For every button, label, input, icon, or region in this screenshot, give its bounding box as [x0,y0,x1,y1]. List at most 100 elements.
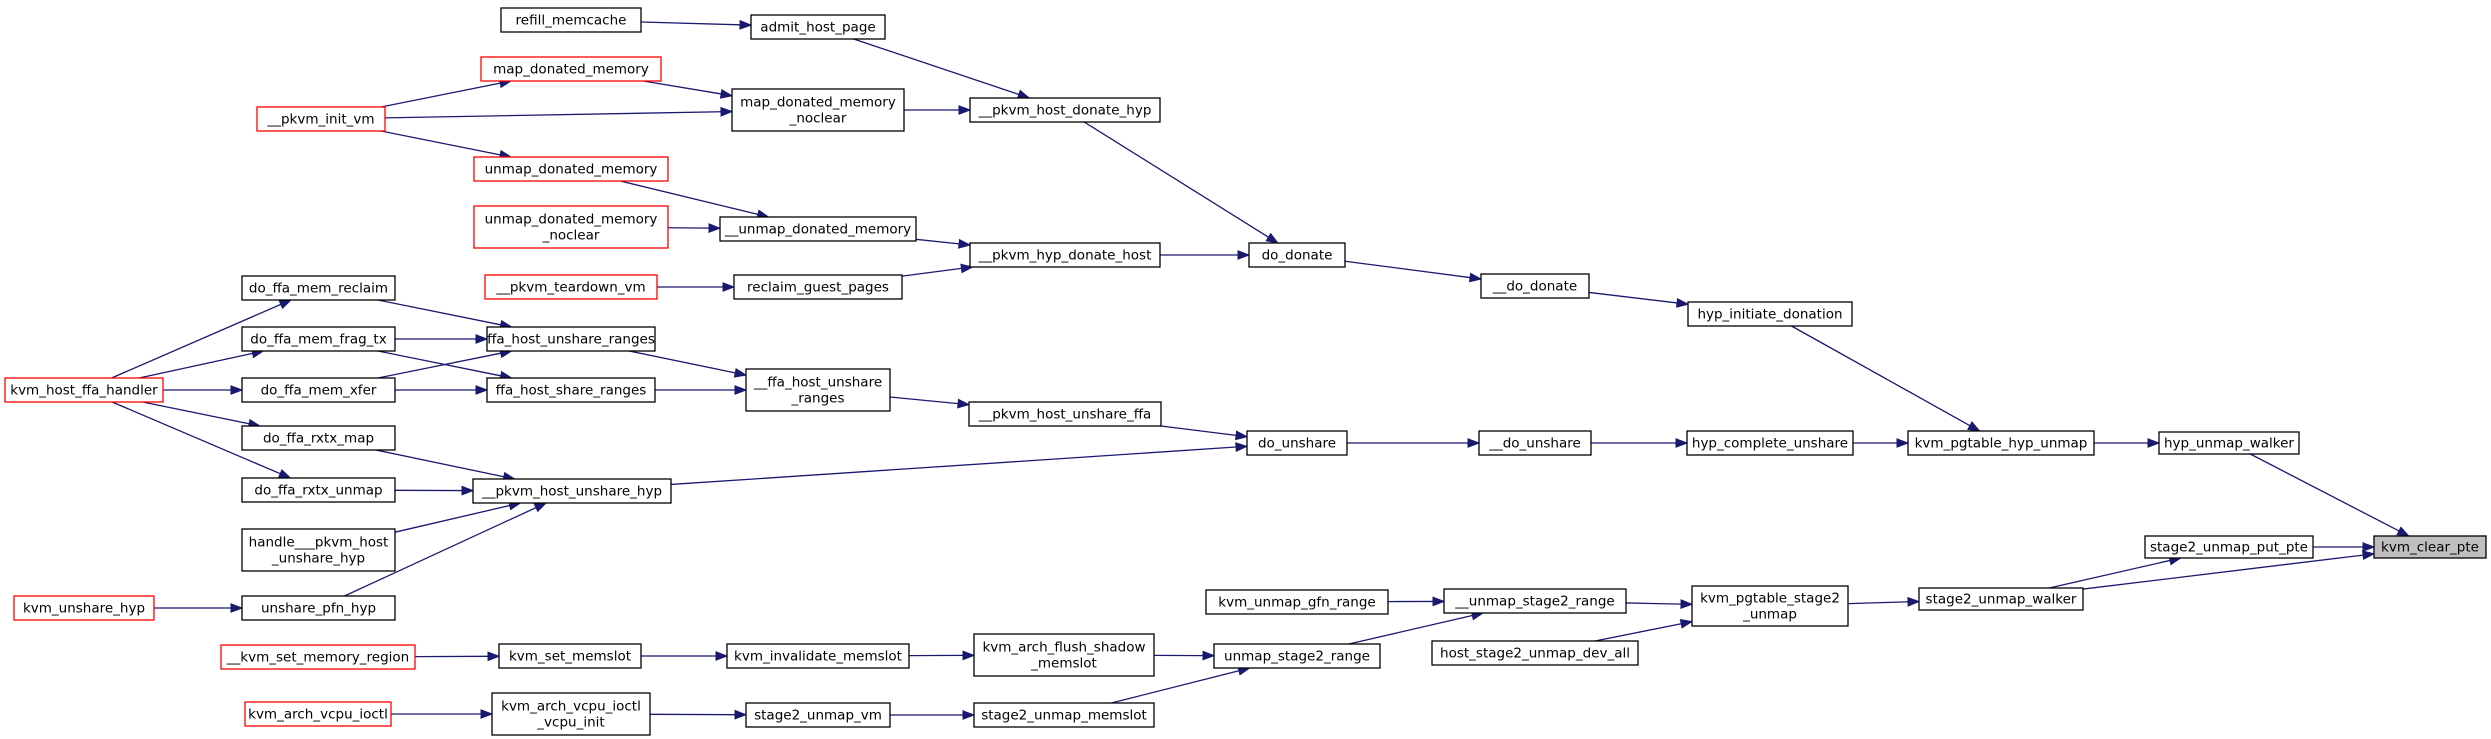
node-hyp-unmap-walker[interactable]: hyp_unmap_walker [2158,431,2300,455]
edge-hyp-initiate-donation-to-kvm-pgtable-hyp-unmap [1791,325,1981,432]
arrow-head-icon [719,88,734,99]
node-unmap-donated-memory-noclear[interactable]: unmap_donated_memory_noclear [473,205,669,249]
arrow-head-icon [2362,542,2376,552]
node-stage2-unmap-walker[interactable]: stage2_unmap_walker [1918,587,2084,611]
node-kvm-clear-pte: kvm_clear_pte [2373,535,2487,559]
node-do-ffa-mem-reclaim[interactable]: do_ffa_mem_reclaim [241,275,396,301]
node-label: _noclear [542,228,600,244]
node-pkvm-init-vm[interactable]: __pkvm_init_vm [256,106,386,132]
edge-kvm-unshare-hyp-to-unshare-pfn-hyp [154,603,244,613]
edge-kvm-host-ffa-handler-to-do-ffa-rxtx-map [142,401,262,429]
node-admit-host-page[interactable]: admit_host_page [750,14,886,40]
edge-refill-memcache-to-admit-host-page [640,19,753,30]
edge-stage2-unmap-vm-to-stage2-unmap-memslot [890,710,976,720]
node-unmap-donated-memory[interactable]: unmap_donated_memory [473,156,669,182]
node-kvm-set-memory-region[interactable]: __kvm_set_memory_region [220,644,416,670]
node-reclaim-guest-pages[interactable]: reclaim_guest_pages [733,274,903,300]
node-stage2-unmap-memslot[interactable]: stage2_unmap_memslot [973,702,1155,728]
node-do-unshare[interactable]: __do_unshare [1478,430,1592,456]
arrow-head-icon [958,105,972,115]
edge-line [2082,554,2364,590]
edge-pkvm-teardown-vm-to-reclaim-guest-pages [657,282,736,292]
edge-hyp-complete-unshare-to-kvm-pgtable-hyp-unmap [1853,438,1910,448]
node-label: unmap_stage2_range [1224,649,1370,665]
edge-line [915,238,960,245]
node-unmap-stage2-range[interactable]: unmap_stage2_range [1213,643,1381,669]
node-ffa-host-unshare-ranges[interactable]: __ffa_host_unshare_ranges [745,368,891,412]
node-label: kvm_unmap_gfn_range [1218,595,1375,611]
node-stage2-unmap-put-pte[interactable]: stage2_unmap_put_pte [2144,535,2314,559]
node-do-ffa-mem-xfer[interactable]: do_ffa_mem_xfer [241,377,396,403]
edge-ffa-host-unshare-ranges-to-pkvm-host-unshare-ffa [889,396,971,409]
node-label: __pkvm_init_vm [266,112,374,128]
node-label: __kvm_set_memory_region [226,650,409,666]
node-pkvm-host-unshare-hyp[interactable]: __pkvm_host_unshare_hyp [472,478,672,504]
node-box [1907,430,2095,456]
edge-line [2049,559,2171,589]
edge-kvm-unmap-gfn-range-to-unmap-stage2-range [1387,596,1446,607]
node-label: _vcpu_init [536,715,604,731]
node-label: do_ffa_mem_frag_tx [250,332,386,348]
node-stage2-unmap-vm[interactable]: stage2_unmap_vm [745,702,891,728]
node-pkvm-teardown-vm[interactable]: __pkvm_teardown_vm [484,274,658,300]
node-do-donate[interactable]: __do_donate [1480,273,1590,299]
node-hyp-initiate-donation[interactable]: hyp_initiate_donation [1687,301,1853,327]
node-do-unshare[interactable]: do_unshare [1246,430,1348,456]
node-do-ffa-rxtx-map[interactable]: do_ffa_rxtx_map [241,425,396,451]
node-unshare-pfn-hyp[interactable]: unshare_pfn_hyp [241,595,396,621]
node-label: __do_donate [1492,279,1577,295]
edge-map-donated-memory-to-map-donated-memory-noclear [643,80,734,99]
node-kvm-arch-vcpu-ioctl[interactable]: kvm_arch_vcpu_ioctl [244,701,392,727]
node-box [241,528,396,572]
node-kvm-pgtable-stage2-unmap[interactable]: kvm_pgtable_stage2_unmap [1691,585,1849,627]
node-ffa-host-share-ranges[interactable]: ffa_host_share_ranges [486,377,656,403]
node-pkvm-hyp-donate-host[interactable]: __pkvm_hyp_donate_host [969,242,1161,268]
node-kvm-host-ffa-handler[interactable]: kvm_host_ffa_handler [4,377,164,403]
edge-line [377,299,501,326]
edge-line [380,130,501,156]
node-unmap-stage2-range[interactable]: __unmap_stage2_range [1443,588,1627,614]
edge-line [111,303,282,379]
edge-line [377,352,501,379]
node-box [2158,431,2300,455]
arrow-head-icon [958,238,972,249]
node-ffa-host-unshare-ranges[interactable]: ffa_host_unshare_ranges [486,326,656,352]
node-do-ffa-rxtx-unmap[interactable]: do_ffa_rxtx_unmap [241,477,396,503]
node-label: stage2_unmap_memslot [981,708,1147,724]
edge-stage2-unmap-walker-to-stage2-unmap-put-pte [2049,555,2183,589]
node-kvm-arch-vcpu-ioctl-vcpu-init[interactable]: kvm_arch_vcpu_ioctl_vcpu_init [491,692,651,736]
edge-line [1588,291,1678,304]
edge-pkvm-init-vm-to-map-donated-memory [380,78,513,108]
node-do-donate[interactable]: do_donate [1248,242,1346,268]
arrow-head-icon [962,710,976,720]
node-do-ffa-mem-frag-tx[interactable]: do_ffa_mem_frag_tx [241,326,396,352]
node-handle-pkvm-host-unshare-hyp[interactable]: handle___pkvm_host_unshare_hyp [241,528,396,572]
node-kvm-arch-flush-shadow-memslot[interactable]: kvm_arch_flush_shadow_memslot [973,633,1155,677]
node-label: ffa_host_share_ranges [496,383,647,399]
node-refill-memcache[interactable]: refill_memcache [500,7,642,33]
node-kvm-unmap-gfn-range[interactable]: kvm_unmap_gfn_range [1205,589,1389,615]
node-pkvm-host-unshare-ffa[interactable]: __pkvm_host_unshare_ffa [968,401,1162,427]
node-map-donated-memory[interactable]: map_donated_memory [480,56,662,82]
node-label: __pkvm_host_donate_hyp [978,103,1152,119]
node-kvm-unshare-hyp[interactable]: kvm_unshare_hyp [13,595,155,621]
node-kvm-pgtable-hyp-unmap[interactable]: kvm_pgtable_hyp_unmap [1907,430,2095,456]
node-label: __pkvm_host_unshare_ffa [978,407,1152,423]
node-label: _memslot [1030,656,1097,672]
node-kvm-set-memslot[interactable]: kvm_set_memslot [498,643,642,669]
node-host-stage2-unmap-dev-all[interactable]: host_stage2_unmap_dev_all [1431,640,1639,666]
edge-hyp-unmap-walker-to-kvm-clear-pte [2249,453,2410,537]
node-hyp-complete-unshare[interactable]: hyp_complete_unshare [1686,430,1854,456]
node-label: __unmap_stage2_range [1454,594,1614,610]
edge-pkvm-hyp-donate-host-to-do-donate [1160,250,1251,260]
node-map-donated-memory-noclear[interactable]: map_donated_memory_noclear [731,88,905,132]
arrow-head-icon [277,468,292,479]
edge-do-ffa-rxtx-unmap-to-pkvm-host-unshare-hyp [394,485,475,496]
node-kvm-invalidate-memslot[interactable]: kvm_invalidate_memslot [726,643,910,669]
node-pkvm-host-donate-hyp[interactable]: __pkvm_host_donate_hyp [969,97,1161,123]
edge-kvm-pgtable-stage2-unmap-to-stage2-unmap-walker [1847,596,1921,607]
edge-unmap-donated-memory-to-pkvm-hyp-donate-host [915,238,972,249]
node-box [241,595,396,621]
node-unmap-donated-memory[interactable]: __unmap_donated_memory [719,216,917,242]
